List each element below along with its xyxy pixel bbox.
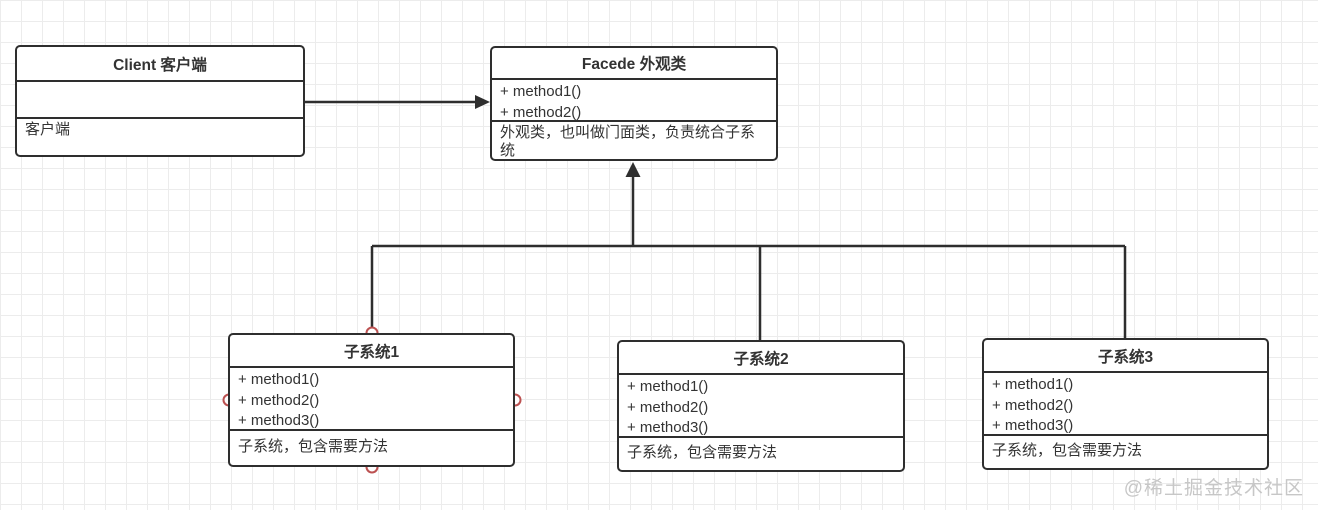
class-title: 子系统2	[619, 342, 903, 375]
class-note: 子系统，包含需要方法	[238, 438, 389, 455]
class-methods: + method1() + method2() + method3()	[230, 368, 513, 431]
method-line: + method1()	[238, 371, 320, 388]
class-box-sub1[interactable]: 子系统1 + method1() + method2() + method3()…	[228, 333, 515, 467]
class-box-client[interactable]: Client 客户端 客户端	[15, 45, 305, 157]
class-title: 子系统3	[984, 340, 1267, 373]
class-note: 子系统，包含需要方法	[627, 444, 778, 461]
class-note: 客户端	[25, 121, 71, 138]
class-box-facade[interactable]: Facede 外观类 + method1() + method2() 外观类，也…	[490, 46, 778, 161]
arrow-up-icon	[625, 162, 641, 177]
class-title: 子系统1	[230, 335, 513, 368]
method-line: + method3()	[992, 417, 1074, 434]
class-box-sub3[interactable]: 子系统3 + method1() + method2() + method3()…	[982, 338, 1269, 470]
class-box-sub2[interactable]: 子系统2 + method1() + method2() + method3()…	[617, 340, 905, 472]
method-line: + method2()	[238, 391, 320, 409]
method-line: + method2()	[500, 103, 582, 121]
method-line: + method1()	[992, 376, 1074, 393]
class-methods-empty	[17, 82, 303, 119]
method-line: + method2()	[992, 396, 1074, 414]
watermark: @稀土掘金技术社区	[1123, 478, 1304, 499]
class-methods: + method1() + method2()	[492, 80, 776, 122]
class-title: Facede 外观类	[492, 48, 776, 80]
class-methods: + method1() + method2() + method3()	[984, 373, 1267, 436]
method-line: + method1()	[500, 83, 582, 100]
class-methods: + method1() + method2() + method3()	[619, 375, 903, 438]
class-title: Client 客户端	[17, 47, 303, 82]
method-line: + method1()	[627, 378, 709, 395]
method-line: + method3()	[238, 412, 320, 429]
method-line: + method3()	[627, 419, 709, 436]
method-line: + method2()	[627, 398, 709, 416]
class-note: 子系统，包含需要方法	[992, 442, 1143, 459]
arrow-right-icon	[475, 95, 490, 109]
class-note: 外观类，也叫做门面类，负责统合子系统	[500, 124, 756, 159]
